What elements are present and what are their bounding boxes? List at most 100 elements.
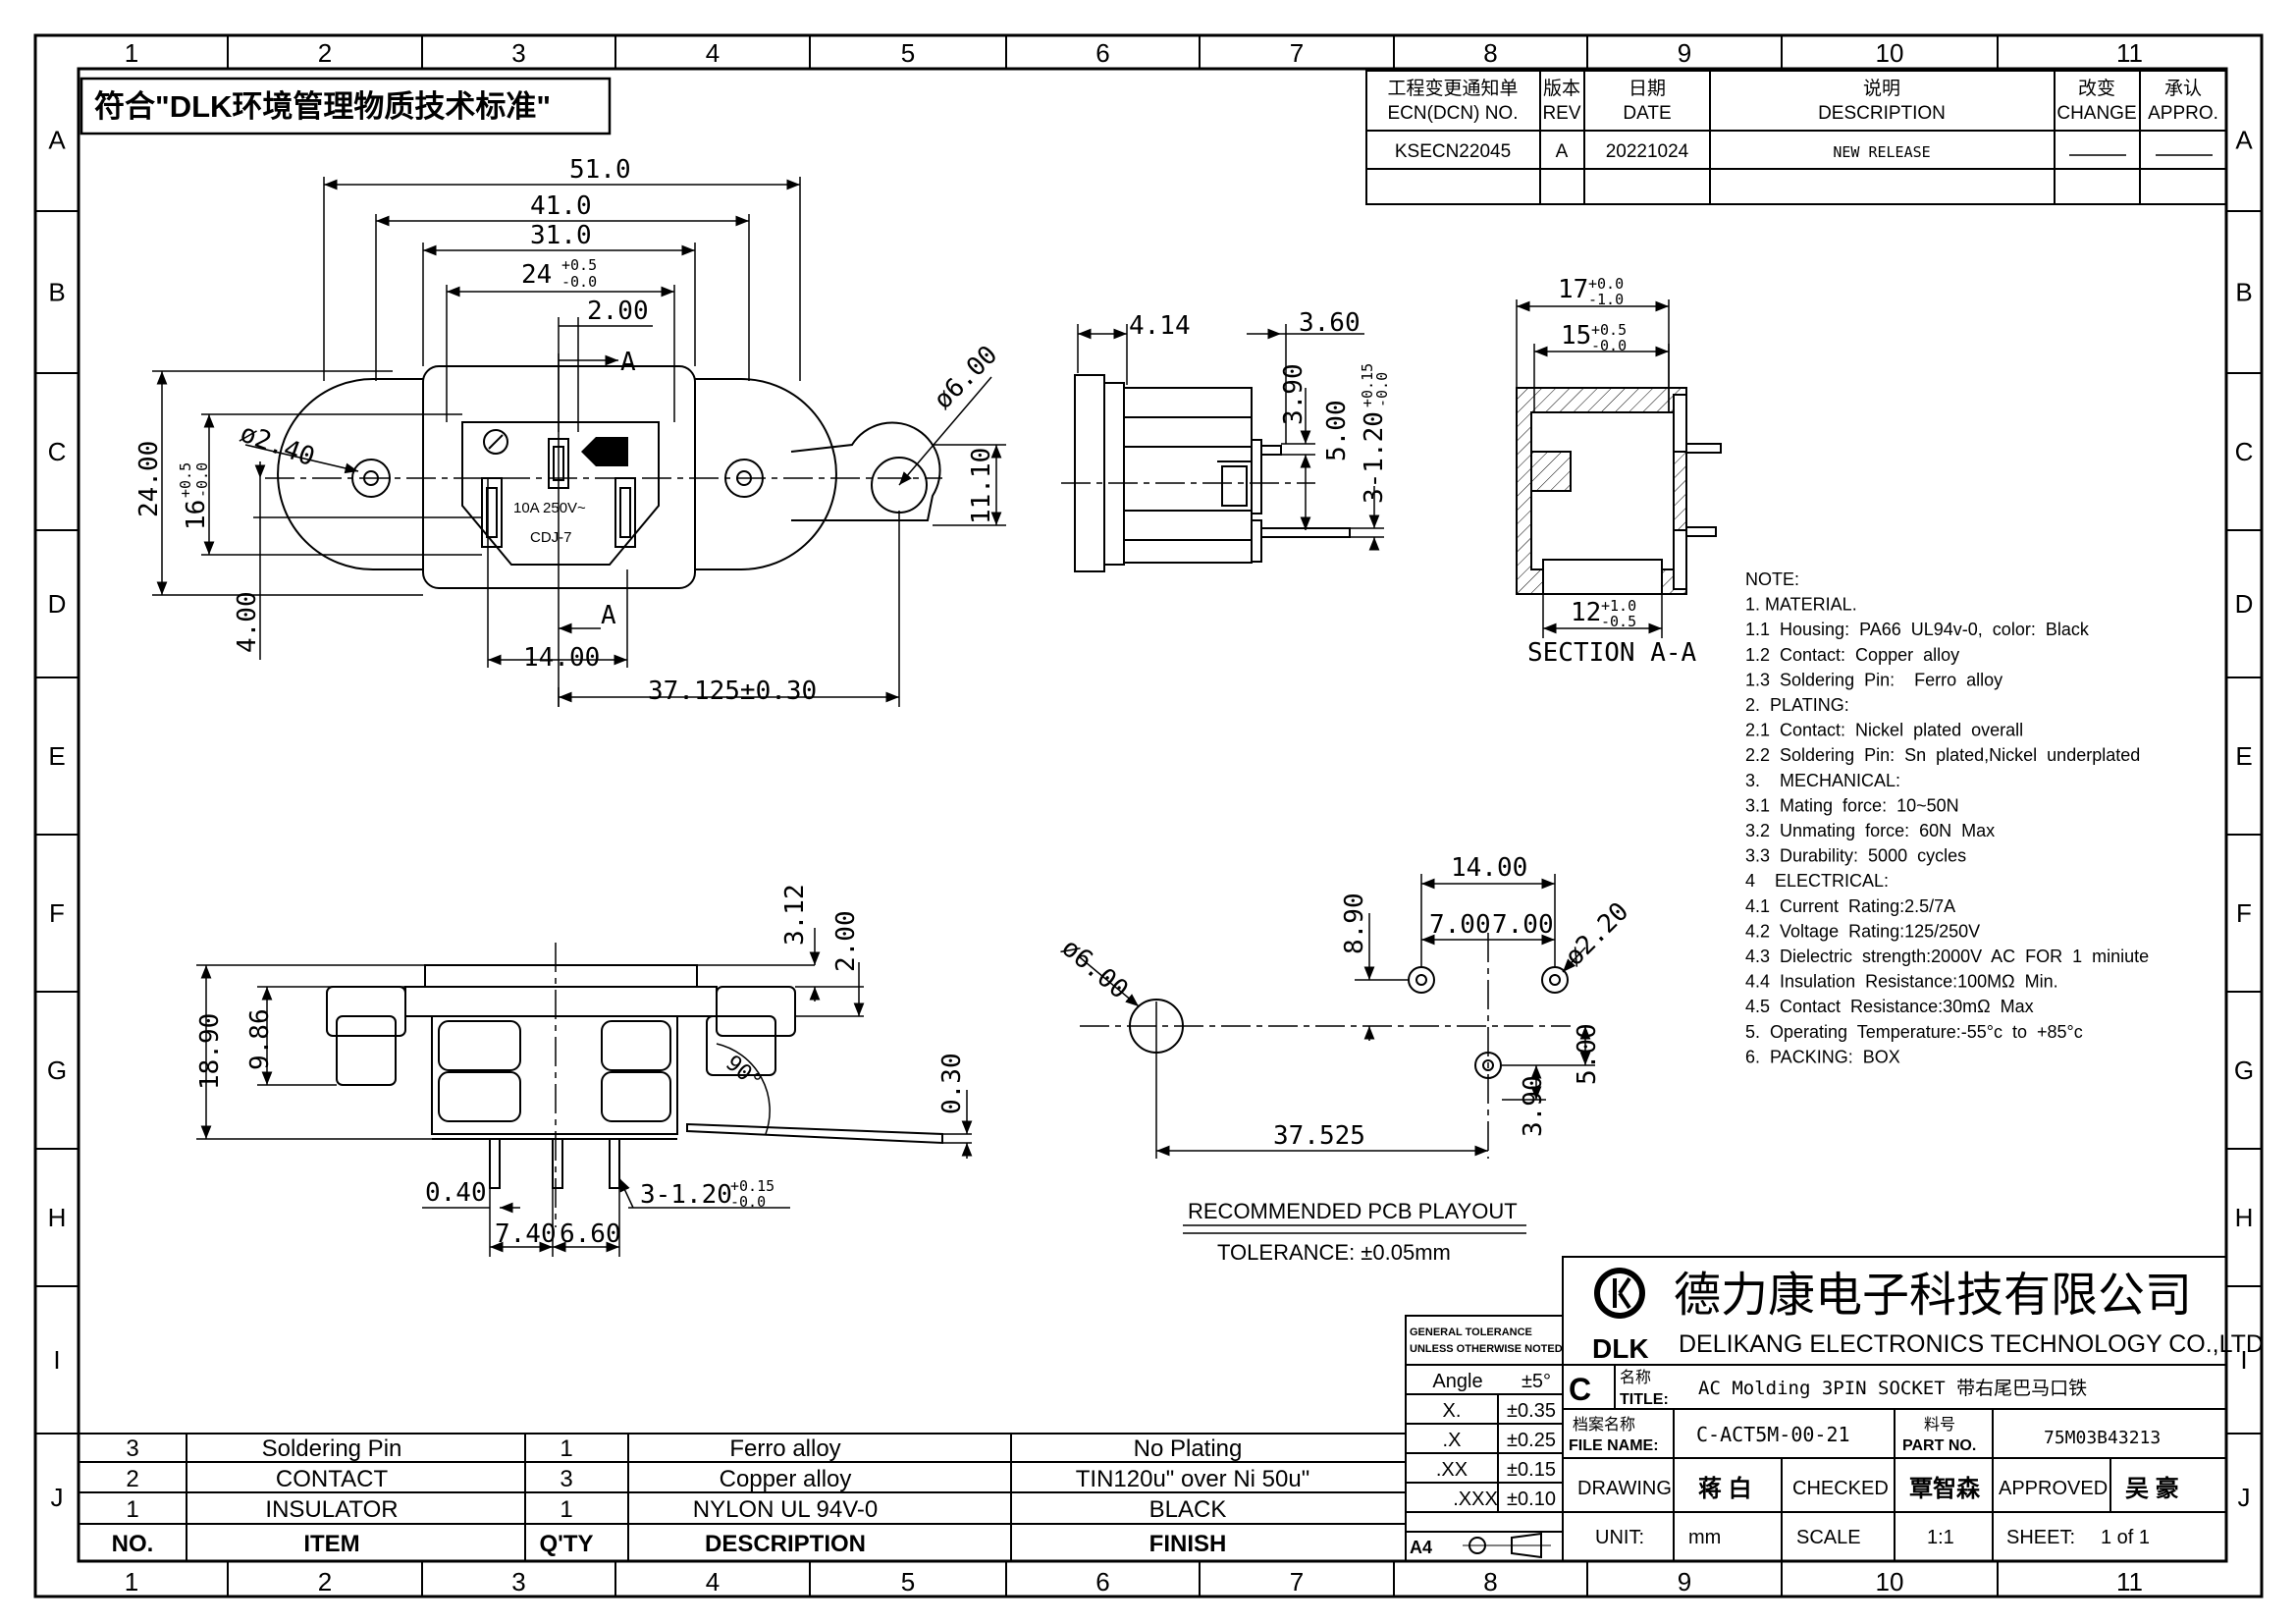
dim-b030: 0.30 bbox=[937, 1053, 967, 1114]
note-line: 2.2 Soldering Pin: Sn plated,Nickel unde… bbox=[1745, 745, 2140, 765]
drawing-label: DRAWING bbox=[1577, 1478, 1672, 1499]
dim-1110: 11.10 bbox=[967, 448, 996, 524]
rev-header-date-en: DATE bbox=[1623, 103, 1671, 124]
dim-b3120: 3-1.20 bbox=[640, 1180, 732, 1210]
dim-b90: 90° bbox=[721, 1051, 767, 1095]
dim-b040: 0.40 bbox=[425, 1178, 487, 1208]
column-label-7: 7 bbox=[1290, 38, 1304, 68]
dim-41: 41.0 bbox=[530, 191, 592, 221]
note-line: 4.3 Dielectric strength:2000V AC FOR 1 m… bbox=[1745, 947, 2149, 966]
column-label-11: 11 bbox=[2116, 1567, 2143, 1597]
column-label-10: 10 bbox=[1876, 38, 1904, 68]
column-label-7: 7 bbox=[1290, 1567, 1304, 1597]
note-line: NOTE: bbox=[1745, 569, 1799, 589]
note-line: 3.1 Mating force: 10~50N bbox=[1745, 795, 1959, 815]
approved-label: APPROVED bbox=[1999, 1478, 2108, 1499]
row-label-J: J bbox=[2238, 1483, 2251, 1512]
bom-header-desc: DESCRIPTION bbox=[705, 1531, 866, 1557]
title-block: DLK 德力康电子科技有限公司 DELIKANG ELECTRONICS TEC… bbox=[1562, 1256, 2264, 1562]
side-view bbox=[1074, 374, 1351, 572]
dim-p600: ø6.00 bbox=[1056, 933, 1134, 1004]
note-line: 4 ELECTRICAL: bbox=[1745, 871, 1889, 891]
bom-row-3-desc: Ferro alloy bbox=[729, 1435, 840, 1462]
row-label-I: I bbox=[2240, 1345, 2247, 1375]
approved-by: 吴 豪 bbox=[2125, 1475, 2179, 1502]
row-label-E: E bbox=[2235, 741, 2252, 771]
row-label-A: A bbox=[48, 126, 66, 155]
tol-angle-value: ±5° bbox=[1522, 1371, 1551, 1392]
pcb-labels: 14.00 7.00 7.00 8.90 ø2.20 ø6.00 5.00 3.… bbox=[1056, 853, 1635, 1265]
column-label-5: 5 bbox=[901, 38, 915, 68]
row-label-F: F bbox=[49, 898, 65, 928]
rev-header-change-cn: 改变 bbox=[2078, 78, 2115, 99]
tol-paper-size: A4 bbox=[1410, 1538, 1432, 1557]
mark-a-top: A bbox=[620, 348, 636, 377]
dim-24w-tol-lower: -0.0 bbox=[561, 273, 597, 291]
bom-row-1-item: INSULATOR bbox=[265, 1496, 398, 1523]
dim-16: 16 bbox=[182, 500, 211, 530]
dim-p37525: 37.525 bbox=[1273, 1121, 1365, 1151]
column-label-4: 4 bbox=[706, 1567, 720, 1597]
rev-header-appro-cn: 承认 bbox=[2164, 78, 2202, 99]
tol-dx-value: ±0.25 bbox=[1507, 1430, 1556, 1451]
column-label-8: 8 bbox=[1483, 38, 1497, 68]
tolerance-block: GENERAL TOLERANCE UNLESS OTHERWISE NOTED… bbox=[1405, 1315, 1564, 1562]
dim-3120-tol-lower: -0.0 bbox=[1373, 372, 1391, 407]
dim-p1400: 14.00 bbox=[1451, 853, 1527, 883]
bom-header-qty: Q'TY bbox=[539, 1531, 593, 1557]
dim-4: 4.00 bbox=[233, 591, 262, 653]
note-line: 4.4 Insulation Resistance:100MΩ Min. bbox=[1745, 972, 2058, 992]
rev-header-rev-en: REV bbox=[1542, 103, 1580, 124]
bom-row-3-finish: No Plating bbox=[1134, 1435, 1243, 1462]
tol-title-2: UNLESS OTHERWISE NOTED bbox=[1410, 1343, 1563, 1355]
dim-b3120-tol-upper: +0.15 bbox=[730, 1177, 774, 1195]
socket-code-text: CDJ-7 bbox=[530, 529, 572, 546]
rev-date-value: 20221024 bbox=[1606, 141, 1689, 162]
part-no-en: PART NO. bbox=[1902, 1437, 1976, 1454]
logo-text: DLK bbox=[1592, 1333, 1649, 1364]
note-line: 4.1 Current Rating:2.5/7A bbox=[1745, 896, 1955, 916]
dim-15-tol-upper: +0.5 bbox=[1591, 321, 1627, 339]
column-label-11: 11 bbox=[2116, 38, 2143, 68]
dim-31: 31.0 bbox=[530, 221, 592, 250]
title-rev-letter: C bbox=[1569, 1372, 1591, 1407]
rev-description-value: NEW RELEASE bbox=[1833, 143, 1930, 161]
dim-d6: ø6.00 bbox=[929, 340, 1004, 415]
dim-390: 3.90 bbox=[1279, 363, 1308, 425]
tol-dx: .X bbox=[1443, 1430, 1462, 1451]
row-label-H: H bbox=[2235, 1203, 2254, 1232]
dlk-logo-icon bbox=[581, 437, 628, 466]
column-label-3: 3 bbox=[511, 1567, 525, 1597]
note-line: 4.2 Voltage Rating:125/250V bbox=[1745, 921, 1980, 941]
dim-b986: 9.86 bbox=[245, 1008, 275, 1070]
side-view-labels: 4.14 3.60 3.90 5.00 3-1.20 +0.15 -0.0 bbox=[1129, 308, 1391, 504]
compliance-text: 符合"DLK环境管理物质技术标准" bbox=[94, 89, 551, 124]
row-label-B: B bbox=[2235, 278, 2252, 307]
front-view-dimensions bbox=[152, 177, 1006, 707]
dim-17-tol-upper: +0.0 bbox=[1588, 275, 1624, 293]
rev-header-desc-cn: 说明 bbox=[1863, 78, 1900, 99]
bom-row-2-desc: Copper alloy bbox=[720, 1466, 852, 1492]
section-a-a bbox=[1516, 387, 1722, 595]
sheet-frame bbox=[33, 33, 2264, 1598]
tol-angle: Angle bbox=[1432, 1371, 1482, 1392]
column-label-2: 2 bbox=[318, 1567, 332, 1597]
tol-dxxx: .XXX bbox=[1453, 1489, 1498, 1510]
dim-16-tol-lower: -0.0 bbox=[193, 462, 211, 498]
bom-table: 3 Soldering Pin 1 Ferro alloy No Plating… bbox=[78, 1433, 1407, 1562]
column-label-6: 6 bbox=[1095, 38, 1109, 68]
column-label-9: 9 bbox=[1678, 1567, 1691, 1597]
bottom-view-dimensions bbox=[196, 928, 973, 1257]
note-line: 3. MECHANICAL: bbox=[1745, 771, 1900, 790]
dim-17-tol-lower: -1.0 bbox=[1588, 291, 1624, 308]
column-label-5: 5 bbox=[901, 1567, 915, 1597]
column-label-10: 10 bbox=[1876, 1567, 1904, 1597]
row-label-F: F bbox=[2236, 898, 2252, 928]
bottom-view bbox=[326, 964, 943, 1189]
bom-header-item: ITEM bbox=[303, 1531, 359, 1557]
rev-header-rev-cn: 版本 bbox=[1543, 78, 1580, 99]
dim-51: 51.0 bbox=[569, 155, 631, 185]
dim-15: 15 bbox=[1561, 321, 1591, 351]
pcb-tolerance: TOLERANCE: ±0.05mm bbox=[1217, 1240, 1451, 1265]
